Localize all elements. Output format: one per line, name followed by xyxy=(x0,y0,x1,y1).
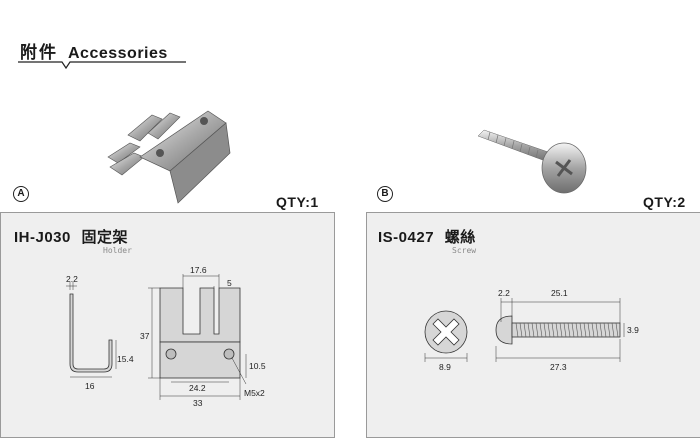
thread-line xyxy=(515,322,519,338)
thread-line xyxy=(535,322,539,338)
thread-line xyxy=(587,322,591,338)
title-en: Accessories xyxy=(68,45,168,62)
thread-line xyxy=(563,322,567,338)
thread-line xyxy=(571,322,575,338)
thread-line xyxy=(543,322,547,338)
dim-thickness: 2.2 xyxy=(66,274,78,284)
screw-drawing: 8.9 2.2 25.1 27.3 3.9 xyxy=(424,288,639,372)
thread-line xyxy=(527,322,531,338)
thread-line xyxy=(583,322,587,338)
thread-line xyxy=(559,322,563,338)
thread-line xyxy=(607,322,611,338)
dim-head-thick: 2.2 xyxy=(498,288,510,298)
qty-b: QTY:2 xyxy=(643,194,686,210)
marker-a: A xyxy=(13,186,29,202)
dim-leg: 15.4 xyxy=(117,354,134,364)
dim-thread-dia: 3.9 xyxy=(627,325,639,335)
holder-drawing: 2.2 16 15.4 17.6 5 37 10.5 24.2 33 M5x2 xyxy=(66,265,266,408)
thread-line xyxy=(595,322,599,338)
title-cn: 附件 xyxy=(20,43,58,62)
thread-line xyxy=(551,322,555,338)
holder-name-cn: 固定架 xyxy=(81,229,129,246)
dim-shank: 25.1 xyxy=(551,288,568,298)
dim-hole-h: 10.5 xyxy=(249,361,266,371)
thread-line xyxy=(519,322,523,338)
screw-name-en: Screw xyxy=(452,246,477,255)
dim-top: 17.6 xyxy=(190,265,207,275)
thread-line xyxy=(579,322,583,338)
thread-line xyxy=(575,322,579,338)
thread-line xyxy=(603,322,607,338)
holder-side-view xyxy=(66,282,117,378)
title-underline xyxy=(18,61,186,70)
dim-slot: 5 xyxy=(227,278,232,288)
thread-line xyxy=(591,322,595,338)
screw-head-view xyxy=(424,310,468,362)
dim-hole-label: M5x2 xyxy=(244,388,265,398)
marker-b: B xyxy=(377,186,393,202)
thread-line xyxy=(531,322,535,338)
dim-overall: 33 xyxy=(193,398,203,408)
thread-line xyxy=(599,322,603,338)
thread-line xyxy=(523,322,527,338)
holder-photo xyxy=(107,110,231,204)
holder-code-text: IH-J030 xyxy=(14,229,71,246)
dim-height: 37 xyxy=(140,331,150,341)
dim-total: 27.3 xyxy=(550,362,567,372)
thread-line xyxy=(547,322,551,338)
dim-head-dia: 8.9 xyxy=(439,362,451,372)
holder-front-view xyxy=(148,274,247,400)
thread-line xyxy=(611,322,615,338)
screw-name-cn: 螺絲 xyxy=(444,229,476,246)
thread-line xyxy=(615,322,619,338)
dim-hole-spacing: 24.2 xyxy=(189,383,206,393)
page-title: 附件 Accessories xyxy=(20,38,168,63)
holder-name-en: Holder xyxy=(103,246,132,255)
screw-photo xyxy=(477,129,587,194)
dim-width: 16 xyxy=(85,381,95,391)
holder-code: IH-J030 固定架 xyxy=(14,226,128,247)
screw-side-view xyxy=(495,298,625,362)
screw-code: IS-0427 螺絲 xyxy=(378,226,476,247)
thread-line xyxy=(567,322,571,338)
thread-line xyxy=(555,322,559,338)
thread-line xyxy=(539,322,543,338)
qty-a: QTY:1 xyxy=(276,194,319,210)
screw-code-text: IS-0427 xyxy=(378,229,435,246)
